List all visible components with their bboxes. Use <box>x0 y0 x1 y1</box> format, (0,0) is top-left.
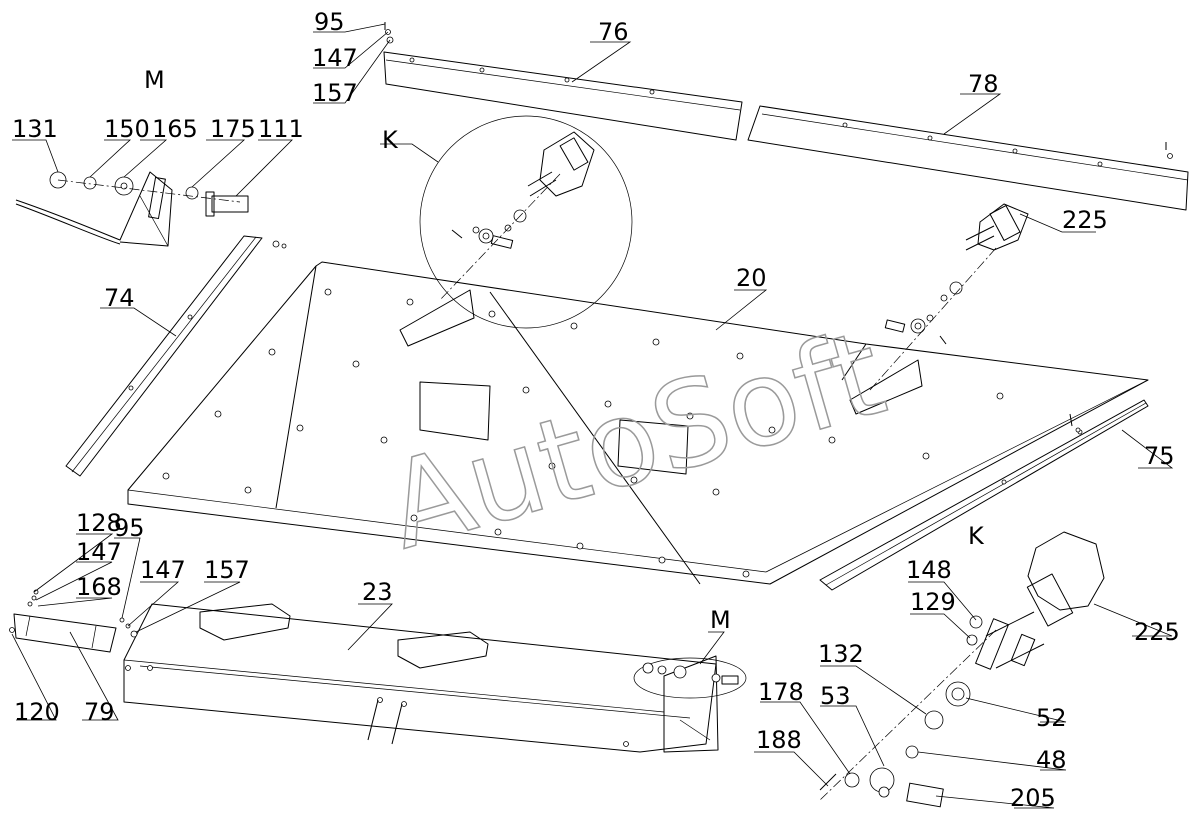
label-78: 78 <box>968 70 999 98</box>
leader-lines <box>11 23 1174 809</box>
detail-k-bottom <box>819 531 1105 808</box>
fastener-stack-top <box>384 22 1173 159</box>
part-76-strip <box>383 51 743 141</box>
label-225-top: 225 <box>1062 206 1108 234</box>
label-178: 178 <box>758 678 804 706</box>
label-188: 188 <box>756 726 802 754</box>
label-111: 111 <box>258 115 304 143</box>
label-132: 132 <box>818 640 864 668</box>
part-20-main-panel <box>127 261 1149 585</box>
label-168: 168 <box>76 573 122 601</box>
detail-k-circle <box>419 115 633 329</box>
label-20: 20 <box>736 264 767 292</box>
part-78-strip <box>747 105 1189 211</box>
label-95-top: 95 <box>314 8 345 36</box>
label-128: 128 <box>76 509 122 537</box>
part-225-hydraulic-block-top <box>869 203 1029 391</box>
label-76: 76 <box>598 18 629 46</box>
label-95-bottom: 95 <box>114 514 145 542</box>
label-129: 129 <box>910 588 956 616</box>
label-175: 175 <box>210 115 256 143</box>
label-79: 79 <box>84 698 115 726</box>
label-131: 131 <box>12 115 58 143</box>
label-148: 148 <box>906 556 952 584</box>
detail-m-bottom <box>633 657 747 699</box>
label-157-bottom: 157 <box>204 556 250 584</box>
label-48: 48 <box>1036 746 1067 774</box>
label-205: 205 <box>1010 784 1056 812</box>
label-74: 74 <box>104 284 135 312</box>
detail-m-top <box>15 171 249 247</box>
label-165: 165 <box>152 115 198 143</box>
label-147-top: 147 <box>312 44 358 72</box>
watermark-text: AutoSoft <box>373 303 898 575</box>
label-150: 150 <box>104 115 150 143</box>
label-m-bottom: M <box>710 606 731 634</box>
part-79-plate <box>9 589 138 653</box>
part-75-strip <box>819 399 1149 591</box>
panel-bolts <box>162 288 1004 578</box>
part-74-strip <box>65 235 287 477</box>
label-k-top: K <box>382 126 399 154</box>
label-120: 120 <box>14 698 60 726</box>
label-225-bottom: 225 <box>1134 618 1180 646</box>
callout-labels: M K K M 95 147 157 76 78 131 150 165 175… <box>12 8 1180 812</box>
label-m-top: M <box>144 66 165 94</box>
label-147-left: 147 <box>76 538 122 566</box>
label-k-bottom: K <box>968 522 985 550</box>
label-157-top: 157 <box>312 79 358 107</box>
label-75: 75 <box>1144 442 1175 470</box>
label-52: 52 <box>1036 704 1067 732</box>
label-53: 53 <box>820 682 851 710</box>
label-147-bottom: 147 <box>140 556 186 584</box>
part-23-panel <box>123 603 719 753</box>
label-23: 23 <box>362 578 393 606</box>
